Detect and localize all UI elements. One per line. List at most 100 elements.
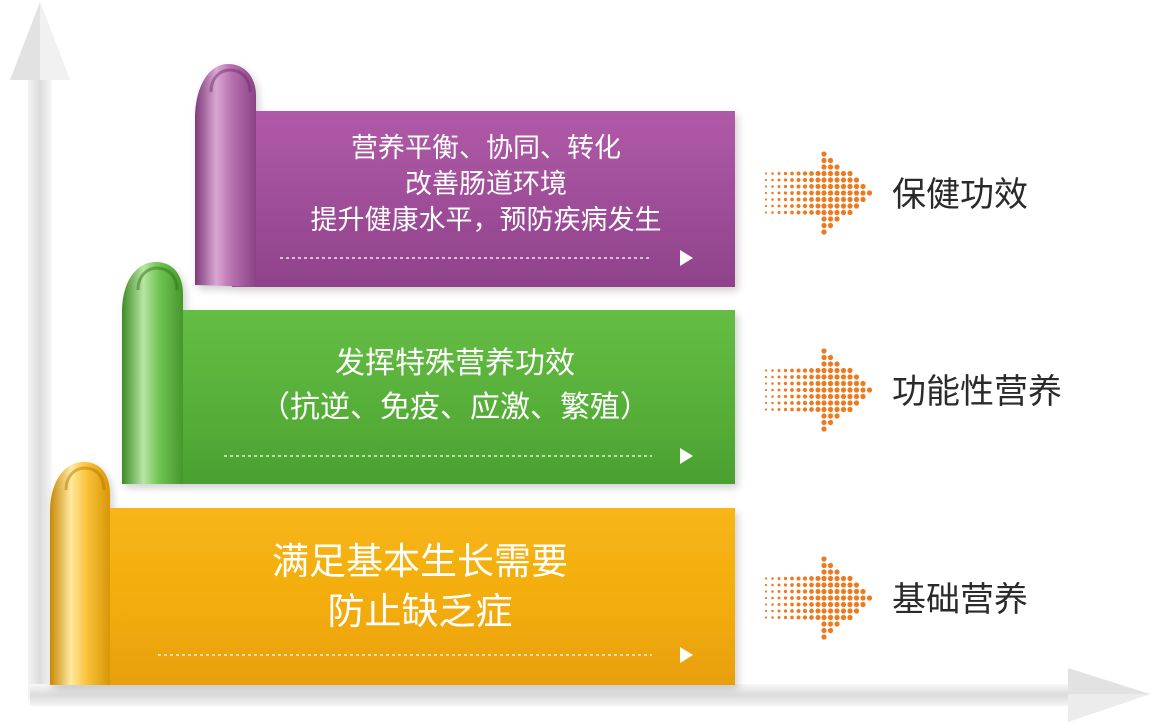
arrow-dot [821,621,827,627]
arrow-dot [809,171,814,176]
arrow-dot [860,380,866,387]
arrow-dot [771,178,774,182]
arrow-dot [809,582,814,588]
arrow-dot [866,190,873,196]
arrow-dot [827,614,834,621]
arrow-dot [809,576,814,581]
arrow-dot [821,426,827,432]
arrow-dot [840,196,847,203]
arrow-dot [777,388,781,392]
tier-2-label: 功能性营养 [892,372,1062,412]
arrow-dot [809,602,814,607]
arrow-dot [821,400,827,406]
arrow-dot [771,577,774,580]
arrow-dot [809,381,814,386]
arrow-dot [847,367,853,374]
arrow-dot [783,368,788,373]
arrow-dot [796,583,801,587]
arrow-dot [821,367,827,374]
arrow-dot [827,170,834,177]
tier-1-dotted-arrow-icon [764,556,873,640]
arrow-dot [783,375,788,379]
arrow-dot [860,196,866,203]
arrow-dot [783,407,788,412]
arrow-dot [860,190,866,196]
tier-1-line-2: 防止缺乏症 [327,590,513,633]
arrow-dot [827,608,834,614]
arrow-dot [777,369,781,372]
arrow-dot [834,595,840,601]
arrow-dot [827,361,834,367]
arrow-dot [783,204,788,208]
arrow-dot [834,608,840,614]
arrow-dot [790,197,794,202]
arrow-dot [802,190,808,196]
arrow-dot [821,380,827,387]
arrow-dot [783,615,788,620]
arrow-dot [802,203,808,209]
arrow-dot [796,394,801,399]
arrow-dot [821,190,827,196]
arrow-dot [821,151,827,157]
arrow-dot [796,197,801,202]
arrow-dot [809,368,814,373]
arrow-dot [790,394,794,399]
tier-1-play-marker [680,647,693,663]
arrow-dot [840,608,847,614]
arrow-dot [821,348,827,354]
tier-1-line-1: 满足基本生长需要 [272,540,568,583]
tier-2-banner [122,262,735,484]
arrow-dot [821,209,827,216]
arrow-dot [840,614,847,621]
arrow-dot [777,191,781,195]
arrow-dot [821,164,827,170]
arrow-dot [834,575,840,582]
arrow-dot [840,393,847,400]
arrow-dot [827,595,834,601]
arrow-dot [815,203,821,209]
arrow-dot [802,171,808,176]
arrow-dot [802,608,808,614]
arrow-dot [821,361,827,367]
arrow-dot [853,608,860,614]
tier-2-description: 发挥特殊营养功效 （抗逆、免疫、应激、繁殖） [190,342,720,430]
arrow-dot [764,590,768,593]
arrow-dot [853,582,860,588]
arrow-dot [790,210,794,215]
tier-2-line-2: （抗逆、免疫、应激、繁殖） [260,390,650,425]
arrow-dot [853,380,860,387]
arrow-dot [802,615,808,620]
tier-3-description: 营养平衡、协同、转化 改善肠道环境 提升健康水平，预防疾病发生 [255,131,717,239]
arrow-dot [777,211,781,214]
arrow-dot [827,157,834,164]
arrow-dot [802,576,808,581]
arrow-dot [771,172,774,175]
arrow-dot [809,615,814,620]
arrow-dot [840,588,847,595]
arrow-dot [834,614,840,621]
arrow-dot [821,634,827,640]
arrow-dot [802,197,808,202]
arrow-dot [796,375,801,379]
arrow-dot [802,582,808,588]
arrow-dot [764,198,768,201]
arrow-dot [821,569,827,575]
arrow-dot [771,211,774,214]
arrow-dot [815,406,821,413]
arrow-dot [802,589,808,594]
arrow-dot [777,185,781,188]
arrow-dot [853,393,860,400]
arrow-dot [834,387,840,393]
tier-3-dotted-arrow-icon [764,151,873,235]
arrow-dot [809,210,814,215]
tier-3-line-2: 改善肠道环境 [405,169,567,200]
arrow-dot [796,401,801,405]
arrow-dot [834,582,840,588]
arrow-dot [821,393,827,400]
arrow-dot [847,177,853,183]
arrow-dot [860,393,866,400]
arrow-dot [853,196,860,203]
arrow-dot [771,198,774,201]
arrow-dot [834,361,840,367]
arrow-dot [853,177,860,183]
